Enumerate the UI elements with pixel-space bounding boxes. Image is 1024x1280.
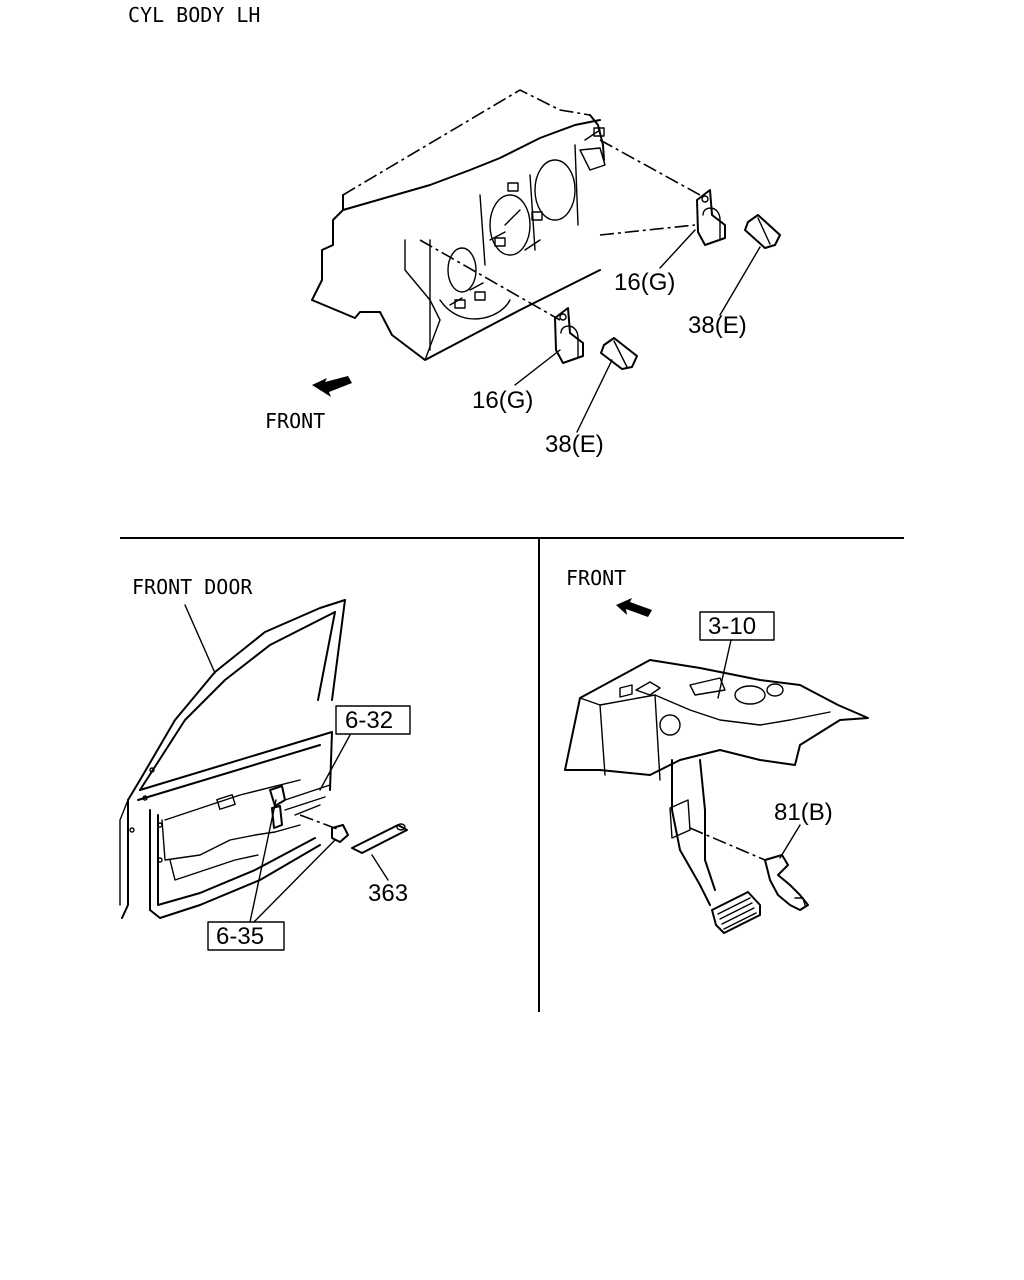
cylinder-body-assembly: CYL BODY LH bbox=[128, 3, 781, 458]
bracket-lower-illustration bbox=[554, 307, 584, 364]
ref-box-6-35 bbox=[207, 921, 285, 951]
leader-bolt-lower bbox=[576, 359, 613, 433]
callout-bracket-lower: 16(G) bbox=[472, 387, 533, 414]
ref-box-6-32 bbox=[335, 705, 411, 735]
pedal-bracket-illustration bbox=[564, 659, 869, 934]
callout-bracket-upper: 16(G) bbox=[614, 269, 675, 296]
leader-6-35-b bbox=[253, 839, 336, 923]
front-door-title: FRONT DOOR bbox=[132, 575, 253, 599]
front-label-top: FRONT bbox=[265, 409, 325, 433]
front-door-assembly: FRONT DOOR bbox=[119, 575, 411, 951]
ref-box-3-10 bbox=[699, 611, 775, 641]
bolt-upper-illustration bbox=[744, 214, 781, 249]
callout-ref-6-32: 6-32 bbox=[345, 707, 393, 734]
cyl-body-title: CYL BODY LH bbox=[128, 3, 260, 27]
leader-81b bbox=[779, 824, 801, 859]
bracket-upper-illustration bbox=[696, 189, 726, 246]
callout-ref-6-35: 6-35 bbox=[216, 923, 264, 950]
leader-bracket-upper bbox=[659, 229, 696, 269]
leader-bolt-upper bbox=[719, 246, 761, 316]
leader-3-10 bbox=[717, 639, 732, 699]
callout-bolt-lower: 38(E) bbox=[545, 431, 604, 458]
callout-ref-3-10: 3-10 bbox=[708, 613, 756, 640]
pedal-assembly: FRONT 3-10 81 bbox=[564, 566, 869, 934]
bolt-lower-illustration bbox=[600, 337, 638, 370]
door-illustration bbox=[119, 599, 408, 919]
front-label-right: FRONT bbox=[566, 566, 626, 590]
front-arrow-right-icon bbox=[616, 598, 652, 617]
callout-part-81b: 81(B) bbox=[774, 799, 833, 826]
leader-6-35-a bbox=[249, 799, 277, 923]
front-arrow-icon bbox=[312, 376, 352, 397]
leader-363 bbox=[371, 854, 389, 881]
leader-front-door bbox=[184, 604, 216, 674]
callout-bolt-upper: 38(E) bbox=[688, 312, 747, 339]
callout-part-363: 363 bbox=[368, 880, 408, 907]
leader-6-32 bbox=[319, 734, 351, 791]
leader-bracket-lower bbox=[514, 349, 561, 386]
engine-block-illustration bbox=[311, 89, 701, 361]
